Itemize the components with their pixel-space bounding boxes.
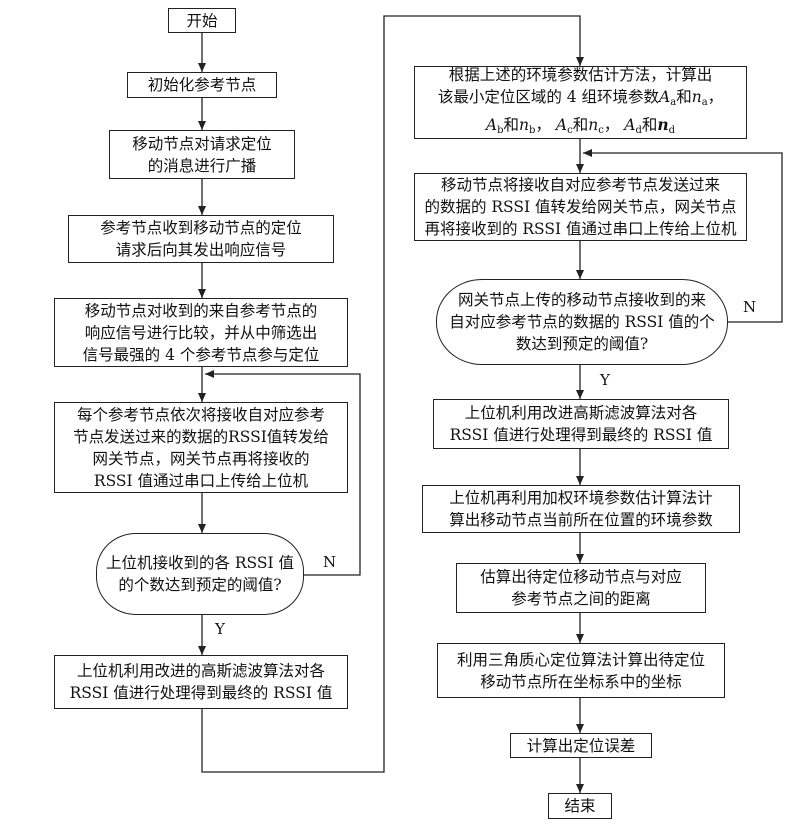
and-text: 和	[641, 115, 658, 134]
forward-left-line-4: RSSI 值通过串口上传给上位机	[93, 471, 309, 490]
symbol-A: A	[624, 115, 636, 134]
weighted-line-1: 上位机再利用加权环境参数估计算法计	[449, 489, 713, 507]
end-text: 结束	[564, 797, 596, 815]
forward-right-line-2: 的数据的 RSSI 值转发给网关节点，网关节点	[424, 198, 737, 216]
sub-d: d	[668, 124, 676, 136]
sub-b: b	[529, 124, 536, 136]
weighted-node: 上位机再利用加权环境参数估计算法计 算出移动节点当前所在位置的环境参数	[422, 485, 740, 533]
start-node: 开始	[168, 8, 236, 33]
centroid-line-2: 移动节点所在坐标系中的坐标	[480, 672, 682, 691]
symbol-A: A	[659, 87, 671, 106]
and-text: 和	[572, 115, 589, 134]
forward-node-left: 每个参考节点依次将接收自对应参考 节点发送过来的数据的RSSI值转发给 网关节点…	[54, 402, 348, 493]
error-text: 计算出定位误差	[526, 736, 636, 755]
broadcast-line-2: 的消息进行广播	[147, 156, 257, 175]
sub-c: c	[598, 124, 604, 136]
decision-right-line-2: 自对应参考节点的数据的 RSSI 值的个	[449, 313, 715, 331]
init-text: 初始化参考节点	[147, 76, 257, 94]
filter-right-line-1: 上位机利用改进高斯滤波算法对各	[464, 404, 698, 422]
compare-line-3: 信号最强的 4 个参考节点参与定位	[82, 345, 320, 364]
decision-right-line-1: 网关节点上传的移动节点接收到的来	[457, 291, 706, 309]
decision-left-line-2: 的个数达到预定的阈值?	[118, 576, 282, 594]
decision-left-line-1: 上位机接收到的各 RSSI 值	[105, 554, 295, 572]
symbol-A: A	[555, 115, 568, 134]
filter-node-right: 上位机利用改进高斯滤波算法对各 RSSI 值进行处理得到最终的 RSSI 值	[433, 399, 729, 449]
and-text: 和	[676, 87, 692, 106]
forward-right-line-1: 移动节点将接收自对应参考节点发送过来	[440, 176, 720, 194]
env-line-2-prefix: 该最小定位区域的 4 组环境参数	[437, 87, 660, 106]
broadcast-node: 移动节点对请求定位 的消息进行广播	[109, 130, 295, 179]
sep-text: ，	[603, 115, 620, 134]
symbol-A: A	[485, 115, 498, 134]
symbol-n: n	[519, 115, 530, 134]
forward-left-line-3: 网关节点，网关节点再将接收的	[92, 449, 310, 468]
sub-b: b	[497, 124, 504, 136]
error-node: 计算出定位误差	[510, 733, 652, 758]
filter-left-line-2: RSSI 值进行处理得到最终的 RSSI 值	[69, 684, 333, 702]
forward-left-line-2: 节点发送过来的数据的RSSI值转发给	[73, 427, 329, 446]
filter-node-left: 上位机利用改进的高斯滤波算法对各 RSSI 值进行处理得到最终的 RSSI 值	[54, 655, 348, 709]
sub-a: a	[701, 96, 708, 108]
sep-text: ，	[535, 115, 551, 134]
distance-node: 估算出待定位移动节点与对应 参考节点之间的距离	[456, 563, 706, 613]
decision-right-line-3: 数达到预定的阈值?	[515, 335, 649, 353]
and-text: 和	[503, 115, 520, 134]
distance-line-2: 参考节点之间的距离	[511, 590, 651, 608]
decision-node-left: 上位机接收到的各 RSSI 值 的个数达到预定的阈值?	[96, 533, 304, 615]
respond-node: 参考节点收到移动节点的定位 请求后向其发出响应信号	[68, 215, 334, 263]
compare-line-2: 响应信号进行比较，并从中筛选出	[84, 323, 318, 342]
decision-right-yes-label: Y	[600, 371, 610, 389]
decision-left-no-label: N	[323, 553, 337, 571]
sep-text: ，	[707, 87, 724, 106]
decision-node-right: 网关节点上传的移动节点接收到的来 自对应参考节点的数据的 RSSI 值的个 数达…	[436, 279, 728, 365]
end-node: 结束	[548, 793, 612, 819]
env-line-1: 根据上述的环境参数估计方法，计算出	[448, 65, 713, 84]
connector-left-to-right	[201, 15, 584, 773]
env-line-3: Ab和nb， Ac和nc， Ad和nd	[486, 114, 675, 142]
broadcast-line-1: 移动节点对请求定位	[132, 134, 272, 153]
symbol-n: n	[657, 114, 669, 134]
start-text: 开始	[186, 11, 218, 30]
symbol-n: n	[691, 87, 702, 106]
forward-node-right: 移动节点将接收自对应参考节点发送过来 的数据的 RSSI 值转发给网关节点，网关…	[414, 173, 747, 241]
loop-right-no	[583, 149, 783, 323]
centroid-line-1: 利用三角质心定位算法计算出待定位	[456, 650, 705, 669]
respond-line-2: 请求后向其发出响应信号	[115, 241, 287, 259]
weighted-line-2: 算出移动节点当前所在位置的环境参数	[449, 511, 713, 529]
compare-line-1: 移动节点对收到的来自参考节点的	[84, 301, 318, 320]
env-line-2: 该最小定位区域的 4 组环境参数Aa和na，	[438, 86, 723, 114]
decision-left-yes-label: Y	[215, 620, 225, 638]
filter-left-line-1: 上位机利用改进的高斯滤波算法对各	[76, 662, 325, 680]
forward-left-line-1: 每个参考节点依次将接收自对应参考	[76, 405, 325, 424]
compare-node: 移动节点对收到的来自参考节点的 响应信号进行比较，并从中筛选出 信号最强的 4 …	[54, 298, 348, 367]
respond-line-1: 参考节点收到移动节点的定位	[100, 219, 302, 237]
init-node: 初始化参考节点	[127, 72, 277, 98]
centroid-node: 利用三角质心定位算法计算出待定位 移动节点所在坐标系中的坐标	[437, 643, 725, 698]
sub-d: d	[635, 124, 642, 136]
sub-c: c	[567, 124, 573, 136]
distance-line-1: 估算出待定位移动节点与对应	[480, 568, 682, 586]
env-params-node: 根据上述的环境参数估计方法，计算出 该最小定位区域的 4 组环境参数Aa和na，…	[414, 66, 747, 139]
decision-right-no-label: N	[743, 298, 757, 316]
filter-right-line-2: RSSI 值进行处理得到最终的 RSSI 值	[449, 426, 713, 444]
loop-left-no	[205, 370, 361, 576]
forward-right-line-3: 再将接收到的 RSSI 值通过串口上传给上位机	[424, 220, 737, 238]
sub-a: a	[670, 96, 677, 108]
symbol-n: n	[588, 115, 599, 134]
